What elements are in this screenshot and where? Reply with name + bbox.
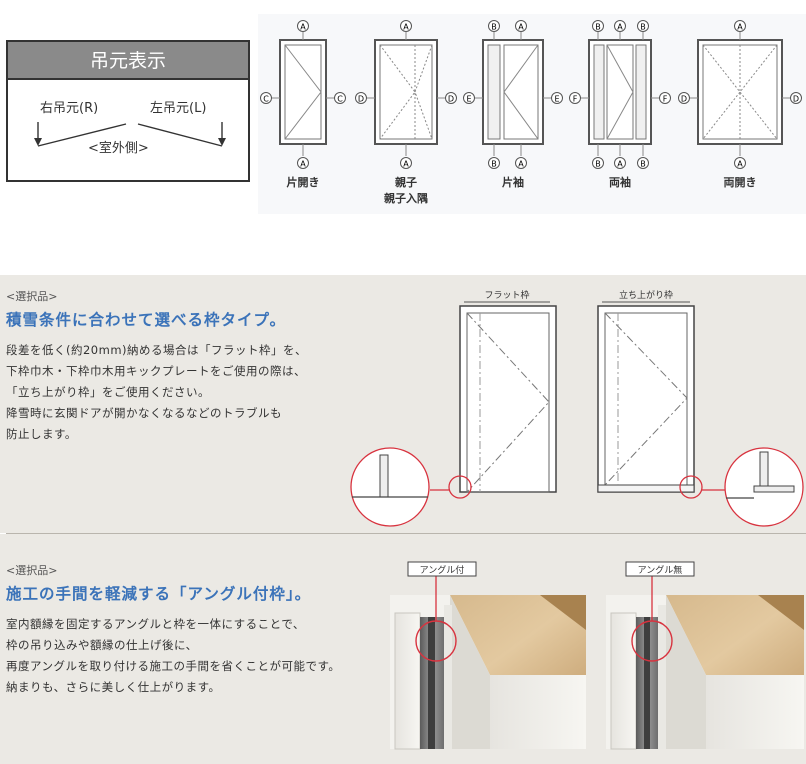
- label-a-top: A: [518, 23, 524, 32]
- left-hinge-arrow-icon: [218, 138, 226, 146]
- label-a-top: A: [737, 23, 743, 32]
- label-d-right: D: [448, 95, 454, 104]
- label-e-left: E: [466, 95, 471, 104]
- right-hinge-arrow-icon: [34, 138, 42, 146]
- swing-type-single-sidelite: B A B A E E 片袖: [463, 20, 563, 189]
- label-b-bottom: B: [640, 160, 646, 169]
- photo-without-angle: [606, 595, 804, 750]
- frame-section-heading: 積雪条件に合わせて選べる枠タイプ。: [6, 311, 287, 329]
- body-line: 再度アングルを取り付ける施工の手間を省くことが可能です。: [6, 659, 341, 673]
- swing-type-double: A A D D 両開き: [678, 20, 802, 189]
- raised-highlight-circle: [679, 475, 703, 499]
- swing-type-name: 両袖: [609, 175, 631, 189]
- label-f-left: F: [573, 95, 578, 104]
- label-b-top: B: [491, 23, 497, 32]
- label-b-top: B: [595, 23, 601, 32]
- label-c-right: C: [337, 95, 343, 104]
- label-a-bottom: A: [617, 160, 623, 169]
- without-angle-label: アングル無: [638, 564, 683, 576]
- left-swing-line: [137, 123, 223, 147]
- swing-type-parent-child: A A D D 親子 親子入隅: [355, 20, 457, 205]
- swing-type-subname: 親子入隅: [384, 191, 428, 205]
- flat-frame-label: フラット枠: [484, 289, 529, 301]
- raised-frame-zoom: [724, 447, 804, 527]
- frame-section-tag: <選択品>: [6, 290, 58, 303]
- with-angle-label: アングル付: [420, 564, 465, 576]
- label-a-bottom: A: [737, 160, 743, 169]
- body-line: 防止します。: [6, 427, 77, 441]
- label-c-left: C: [263, 95, 269, 104]
- legend-left-label: 左吊元(L): [150, 101, 206, 116]
- label-a-top: A: [300, 23, 306, 32]
- label-d-left: D: [358, 95, 364, 104]
- label-e-right: E: [554, 95, 559, 104]
- body-line: 室内額縁を固定するアングルと枠を一体にすることで、: [6, 617, 305, 631]
- body-line: 枠の吊り込みや額縁の仕上げ後に、: [6, 638, 198, 652]
- frame-section-body: 段差を低く(約20mm)納める場合は「フラット枠」を、 下枠巾木・下枠巾木用キッ…: [6, 340, 307, 445]
- legend-outside-label: <室外側>: [88, 140, 149, 156]
- angle-section-heading: 施工の手間を軽減する「アングル付枠」。: [6, 585, 312, 603]
- photo-with-angle: [390, 595, 586, 750]
- label-b-bottom: B: [595, 160, 601, 169]
- swing-type-name: 親子: [395, 175, 417, 189]
- legend-title: 吊元表示: [8, 42, 248, 80]
- right-swing-line: [37, 123, 127, 147]
- without-angle-tag: [625, 561, 695, 577]
- with-angle-tag: [407, 561, 477, 577]
- swing-type-name: 片開き: [287, 175, 320, 189]
- section-divider: [6, 533, 806, 534]
- angle-section-body: 室内額縁を固定するアングルと枠を一体にすることで、 枠の吊り込みや額縁の仕上げ後…: [6, 614, 340, 698]
- legend-diagram: 右吊元(R) 左吊元(L) <室外側>: [34, 101, 226, 156]
- label-a-bottom: A: [300, 160, 306, 169]
- body-line: 納まりも、さらに美しく仕上がります。: [6, 680, 221, 694]
- frame-type-diagram: フラット枠 立ち上がり枠: [350, 289, 804, 527]
- label-b-bottom: B: [491, 160, 497, 169]
- label-d-left: D: [681, 95, 687, 104]
- label-a-bottom: A: [403, 160, 409, 169]
- label-a-top: A: [403, 23, 409, 32]
- body-line: 降雪時に玄関ドアが開かなくなるなどのトラブルも: [6, 406, 282, 420]
- label-a-bottom: A: [518, 160, 524, 169]
- flat-highlight-circle: [448, 475, 472, 499]
- raised-frame-drawing: [597, 305, 695, 493]
- swing-type-double-sidelite: B A B B A B F F 両袖: [569, 20, 671, 189]
- legend-right-label: 右吊元(R): [40, 101, 98, 116]
- raised-frame-label: 立ち上がり枠: [619, 289, 673, 301]
- angle-section-tag: <選択品>: [6, 564, 58, 577]
- angle-frame-photos: アングル付 アングル無: [390, 561, 804, 750]
- label-f-right: F: [663, 95, 668, 104]
- swing-type-name: 両開き: [724, 176, 757, 189]
- swing-type-name: 片袖: [502, 175, 524, 189]
- hanging-legend: 吊元表示 右吊元(R) 左吊元(L) <室外側>: [6, 40, 250, 182]
- label-b-top: B: [640, 23, 646, 32]
- swing-types-panel: A A C C 片開き A A D: [258, 14, 806, 214]
- flat-frame-drawing: [459, 305, 557, 493]
- flat-frame-zoom: [350, 447, 430, 527]
- body-line: 段差を低く(約20mm)納める場合は「フラット枠」を、: [6, 343, 308, 357]
- label-a-top: A: [617, 23, 623, 32]
- swing-types-diagram: A A C C 片開き A A D: [260, 20, 802, 205]
- body-line: 下枠巾木・下枠巾木用キックプレートをご使用の際は、: [6, 364, 306, 378]
- label-d-right: D: [793, 95, 799, 104]
- body-line: 「立ち上がり枠」をご使用ください。: [6, 385, 210, 399]
- swing-type-single: A A C C 片開き: [260, 20, 346, 189]
